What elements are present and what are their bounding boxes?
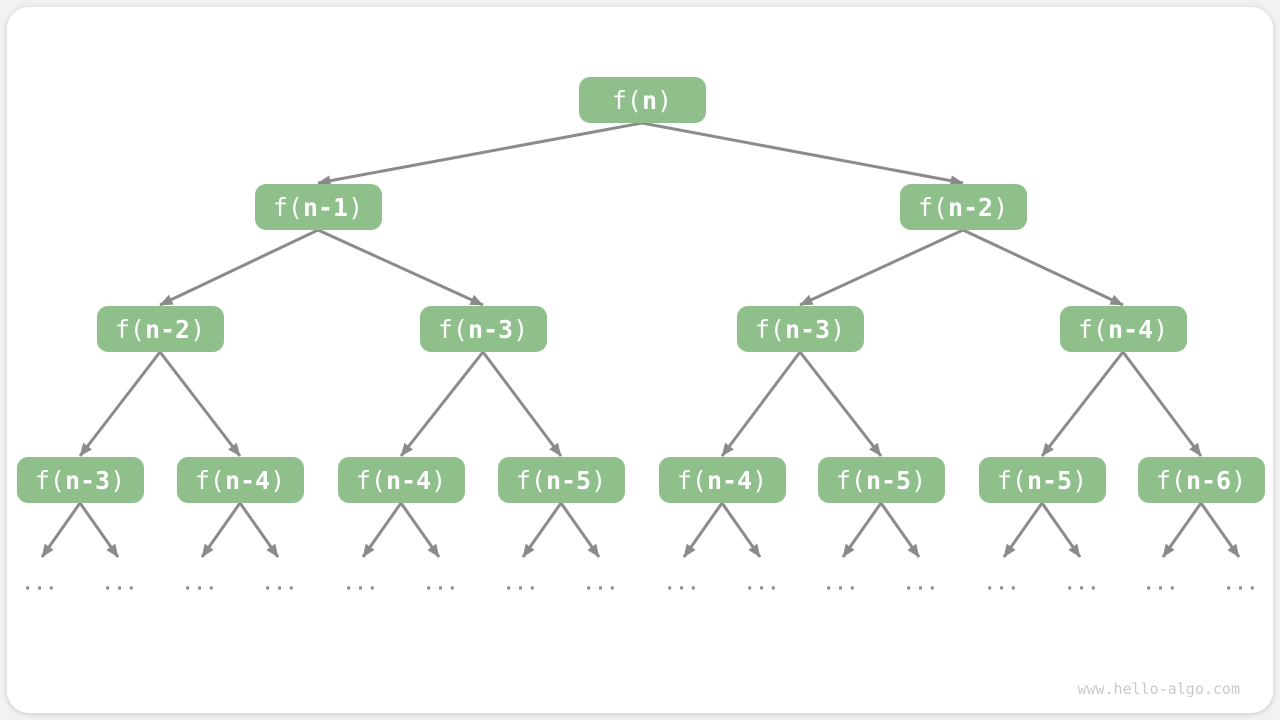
arrow: [1040, 351, 1125, 457]
arrow: [317, 121, 643, 187]
arrow: [200, 502, 242, 558]
arrow: [317, 228, 484, 307]
arrow: [40, 502, 82, 558]
watermark: www.hello-algo.com: [1077, 680, 1240, 698]
arrow: [720, 351, 802, 457]
arrow: [879, 502, 921, 558]
arrow: [720, 502, 762, 558]
arrow: [399, 502, 441, 558]
arrow: [641, 121, 964, 187]
arrow: [399, 351, 485, 457]
arrow: [841, 502, 883, 558]
arrow: [559, 502, 601, 558]
arrow: [78, 502, 120, 558]
arrow: [682, 502, 724, 558]
arrow: [799, 228, 964, 307]
arrow: [159, 228, 319, 307]
arrow: [238, 502, 280, 558]
arrow: [521, 502, 563, 558]
arrow: [1161, 502, 1203, 558]
arrow: [1040, 502, 1082, 558]
arrow: [481, 351, 563, 457]
arrow: [962, 228, 1124, 307]
arrow: [78, 351, 162, 457]
arrow: [1199, 502, 1241, 558]
arrow: [1002, 502, 1044, 558]
arrow: [1121, 351, 1203, 457]
arrow: [158, 351, 242, 457]
arrow: [798, 351, 883, 457]
arrow: [361, 502, 403, 558]
